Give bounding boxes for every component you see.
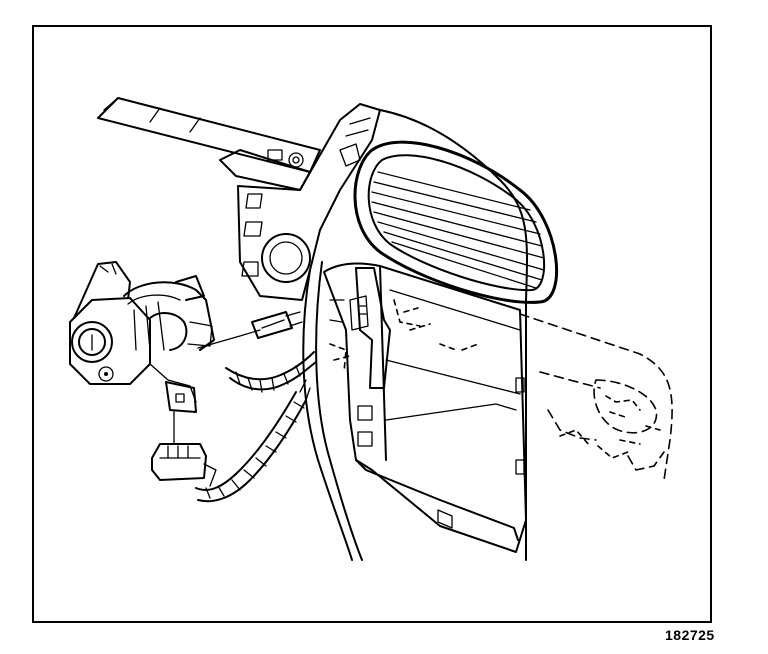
- instrument-panel-upper: [97, 97, 321, 191]
- glove-box-housing: [323, 262, 527, 553]
- ignition-lock-assembly: [69, 261, 215, 413]
- side-panel: [302, 109, 528, 561]
- switch-connector: [197, 311, 303, 349]
- wiring-harness: [195, 351, 317, 503]
- air-vent: [353, 140, 559, 304]
- vent-louvers: [371, 171, 545, 289]
- lower-connector: [151, 409, 217, 487]
- figure-number: 182725: [665, 627, 715, 643]
- mounting-bracket: [349, 267, 391, 389]
- trim-bezel: [237, 103, 381, 301]
- hidden-lines: [329, 299, 479, 373]
- phantom-panel: [519, 313, 673, 481]
- figure-border: [32, 25, 712, 623]
